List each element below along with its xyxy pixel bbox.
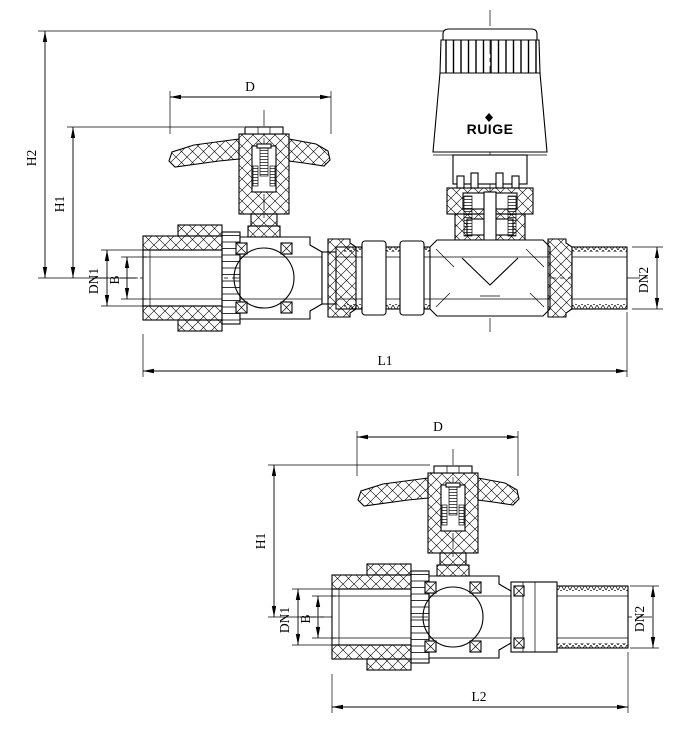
thermostatic-valve-body xyxy=(429,187,573,318)
dim-label-b-bottom: B xyxy=(298,614,313,623)
dim-label-l1: L1 xyxy=(378,353,393,368)
bottom-outlet-pipe xyxy=(510,581,629,653)
bottom-assembly: D H1 DN1 B DN2 L2 xyxy=(253,419,659,713)
top-assembly: RUIGE xyxy=(24,10,663,377)
dim-label-b: B xyxy=(107,275,122,284)
dim-label-h1-bottom: H1 xyxy=(253,533,268,550)
thermostatic-head: RUIGE xyxy=(432,28,548,189)
top-outlet-pipe xyxy=(571,246,628,310)
top-dimensions: H2 H1 D DN1 B DN2 L1 xyxy=(24,30,663,377)
dim-label-l2: L2 xyxy=(472,689,487,704)
dim-label-dn2-bottom: DN2 xyxy=(632,606,647,632)
knurled-ring xyxy=(439,39,541,74)
logo-mark xyxy=(485,113,493,122)
dim-label-d-bottom: D xyxy=(433,419,443,434)
dim-label-dn1-bottom: DN1 xyxy=(277,607,292,633)
bottom-dimensions: D H1 DN1 B DN2 L2 xyxy=(253,419,659,713)
dim-label-dn2: DN2 xyxy=(636,267,651,293)
dim-label-h2: H2 xyxy=(24,150,39,167)
dim-label-h1: H1 xyxy=(52,196,67,213)
dim-label-d: D xyxy=(245,79,255,94)
brand-logo: RUIGE xyxy=(467,121,514,137)
middle-pipe xyxy=(321,238,438,318)
dim-label-dn1: DN1 xyxy=(86,268,101,294)
